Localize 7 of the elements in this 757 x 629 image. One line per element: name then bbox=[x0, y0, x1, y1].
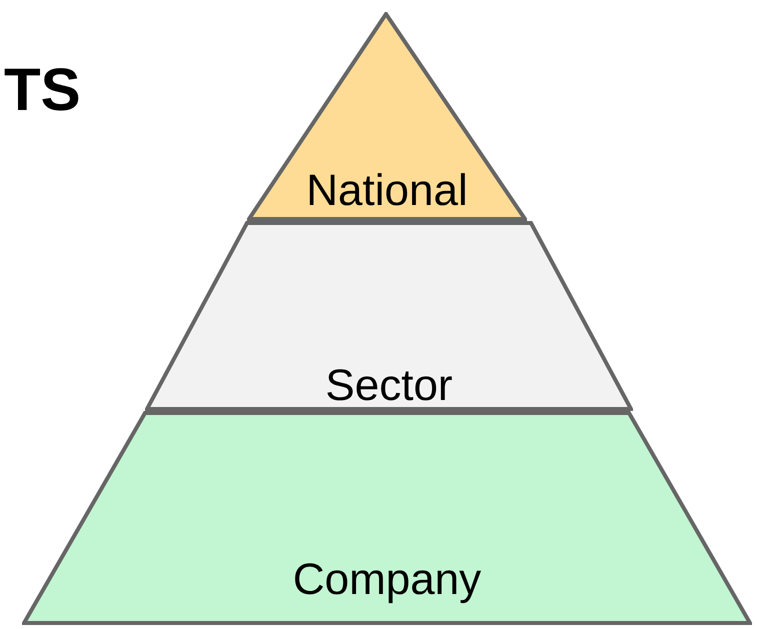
heading-fragment: TS bbox=[4, 60, 81, 120]
tier-label: National bbox=[306, 169, 468, 213]
tier-label: Sector bbox=[325, 364, 453, 408]
pyramid-tier bbox=[247, 12, 527, 221]
pyramid-tier bbox=[22, 411, 752, 625]
pyramid-tier bbox=[145, 221, 633, 411]
tier-label: Company bbox=[292, 558, 482, 602]
